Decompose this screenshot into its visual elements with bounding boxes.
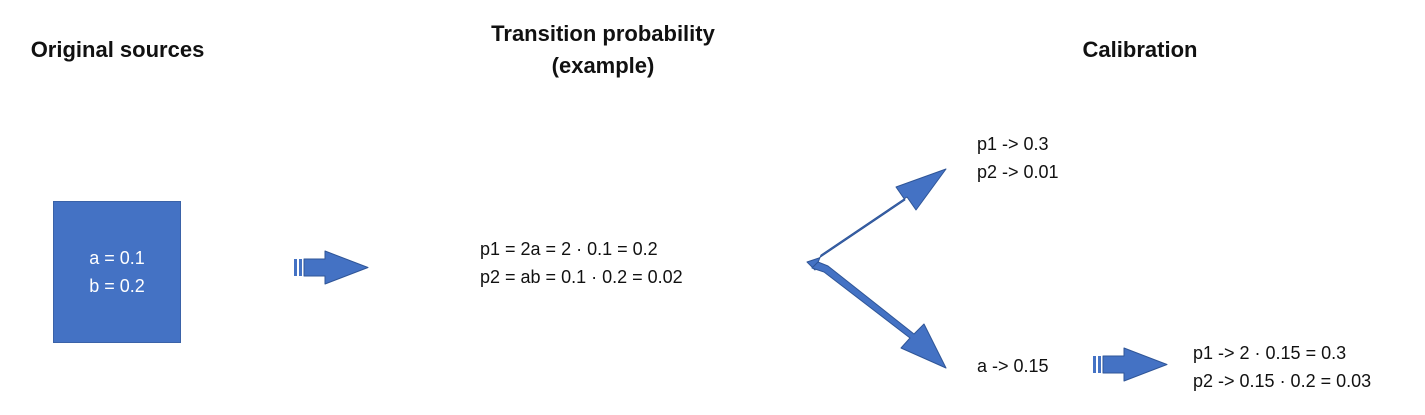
calibration-p2: p2 -> 0.01 <box>977 162 1059 182</box>
calibration-result-p1: p1 -> 2 · 0.15 = 0.3 <box>1193 343 1347 363</box>
heading-calibration: Calibration <box>1082 37 1198 62</box>
arrow-sources-to-transition <box>294 250 369 285</box>
calibration-p1: p1 -> 0.3 <box>977 134 1049 154</box>
calibration-results: p1 -> 2 · 0.15 = 0.3 p2 -> 0.15 · 0.2 = … <box>1193 339 1371 395</box>
calibration-p-values: p1 -> 0.3 p2 -> 0.01 <box>977 130 1059 186</box>
heading-transition-line2: (example) <box>551 53 655 78</box>
heading-transition-line1: Transition probability <box>491 21 715 46</box>
transition-equations: p1 = 2a = 2 · 0.1 = 0.2 p2 = ab = 0.1 · … <box>480 235 683 291</box>
heading-transition-probability: Transition probability (example) <box>453 18 753 82</box>
heading-original-sources: Original sources <box>30 37 205 62</box>
source-box: a = 0.1 b = 0.2 <box>53 201 181 343</box>
arrow-a-to-results <box>1093 347 1168 382</box>
arrow-branch-down <box>811 261 947 369</box>
calibration-result-p2: p2 -> 0.15 · 0.2 = 0.03 <box>1193 371 1372 391</box>
transition-p1: p1 = 2a = 2 · 0.1 = 0.2 <box>480 239 658 259</box>
arrow-branch-up <box>806 168 947 271</box>
source-b-value: b = 0.2 <box>89 276 145 296</box>
calibration-a-value: a -> 0.15 <box>977 356 1049 376</box>
transition-p2: p2 = ab = 0.1 · 0.2 = 0.02 <box>480 267 683 287</box>
source-a-value: a = 0.1 <box>89 248 145 268</box>
